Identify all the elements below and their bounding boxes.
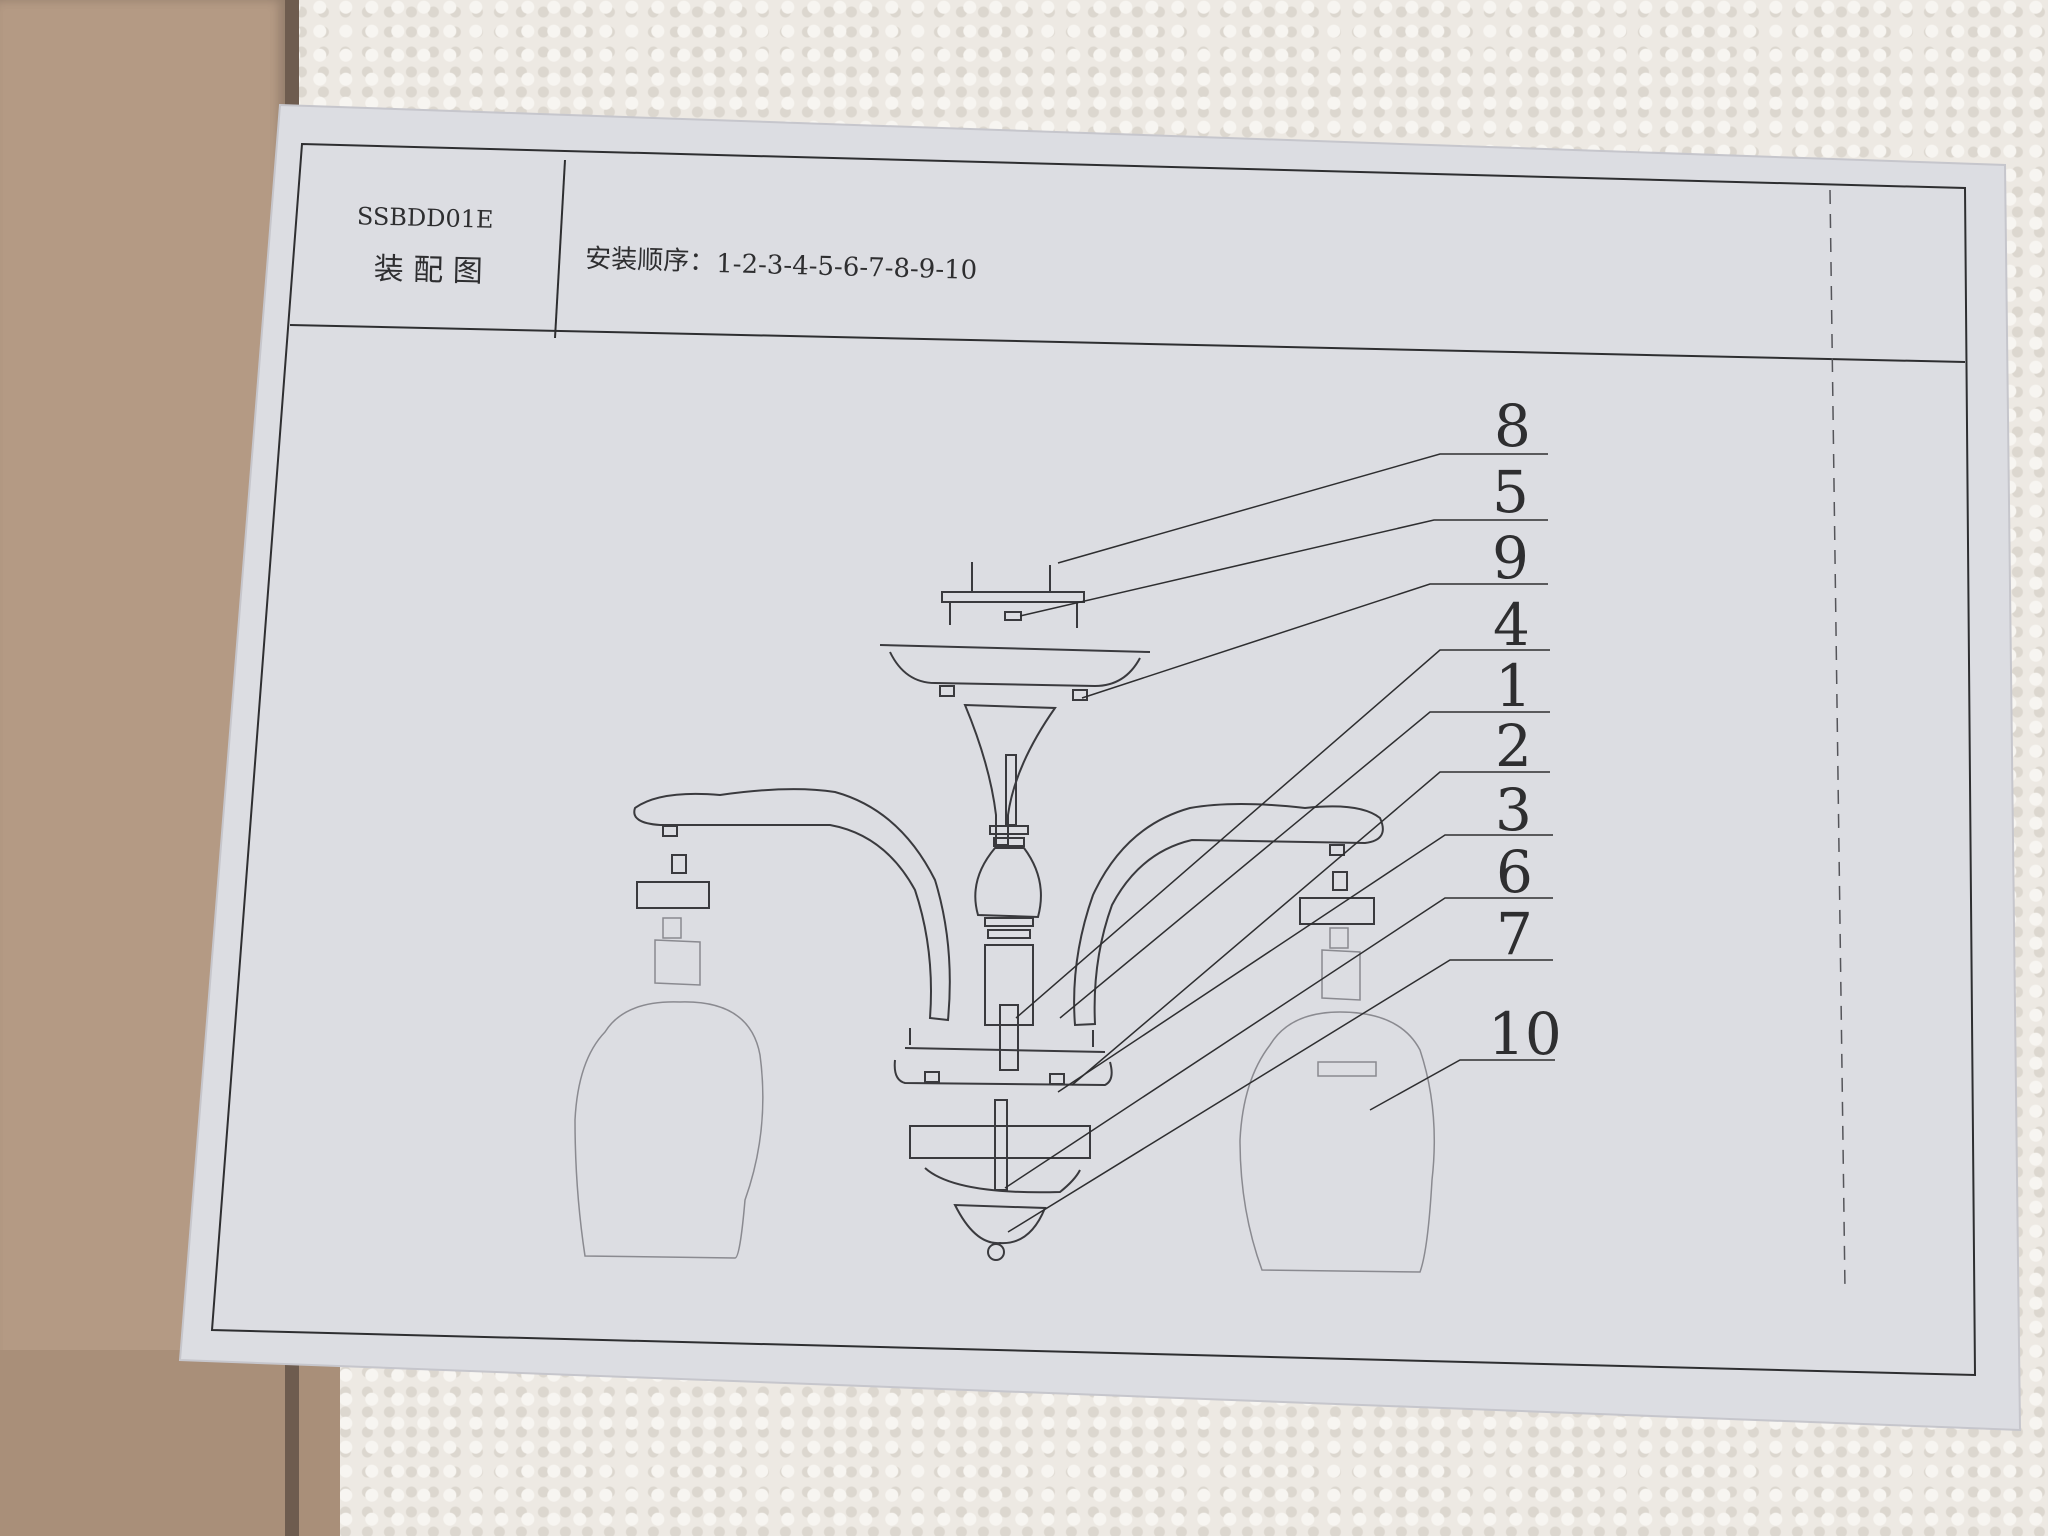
ceiling-canopy — [879, 644, 1151, 701]
callout-9: 9 — [1492, 524, 1529, 592]
right-lamp-shade — [1239, 927, 1435, 1273]
callout-6: 6 — [1496, 838, 1533, 906]
title-block-divider — [289, 324, 1966, 363]
install-order-label: 安装顺序： — [585, 244, 716, 277]
frame-dashed-line — [1829, 189, 1846, 1291]
leader-lines — [1004, 453, 1555, 1233]
bottom-bowl — [909, 1099, 1091, 1261]
callout-10: 10 — [1488, 1000, 1562, 1068]
callout-numbers: 8 5 9 4 1 2 3 6 7 10 — [1488, 392, 1562, 1068]
paper-sheet — [178, 103, 2022, 1432]
center-column — [974, 825, 1042, 1071]
drawing-frame — [210, 142, 1977, 1377]
left-lamp-shade — [574, 917, 764, 1259]
callout-1: 1 — [1495, 652, 1532, 720]
title-block-separator — [554, 159, 566, 339]
cardboard-box-flap — [0, 1350, 340, 1536]
callout-4: 4 — [1493, 591, 1530, 659]
callout-3: 3 — [1495, 776, 1532, 844]
callout-8: 8 — [1494, 392, 1531, 460]
model-code: SSBDD01E — [357, 202, 494, 234]
left-arm — [633, 788, 951, 1022]
mounting-bracket — [941, 562, 1085, 628]
base-plate — [893, 1028, 1113, 1087]
drawing-name: 装 配 图 — [373, 252, 483, 290]
bottom-finial — [987, 1243, 1005, 1261]
callout-7: 7 — [1496, 900, 1533, 968]
chandelier-drawing — [574, 562, 1435, 1273]
callout-5: 5 — [1492, 458, 1529, 526]
install-order-sequence: 1-2-3-4-5-6-7-8-9-10 — [716, 249, 978, 286]
callout-2: 2 — [1495, 712, 1532, 780]
